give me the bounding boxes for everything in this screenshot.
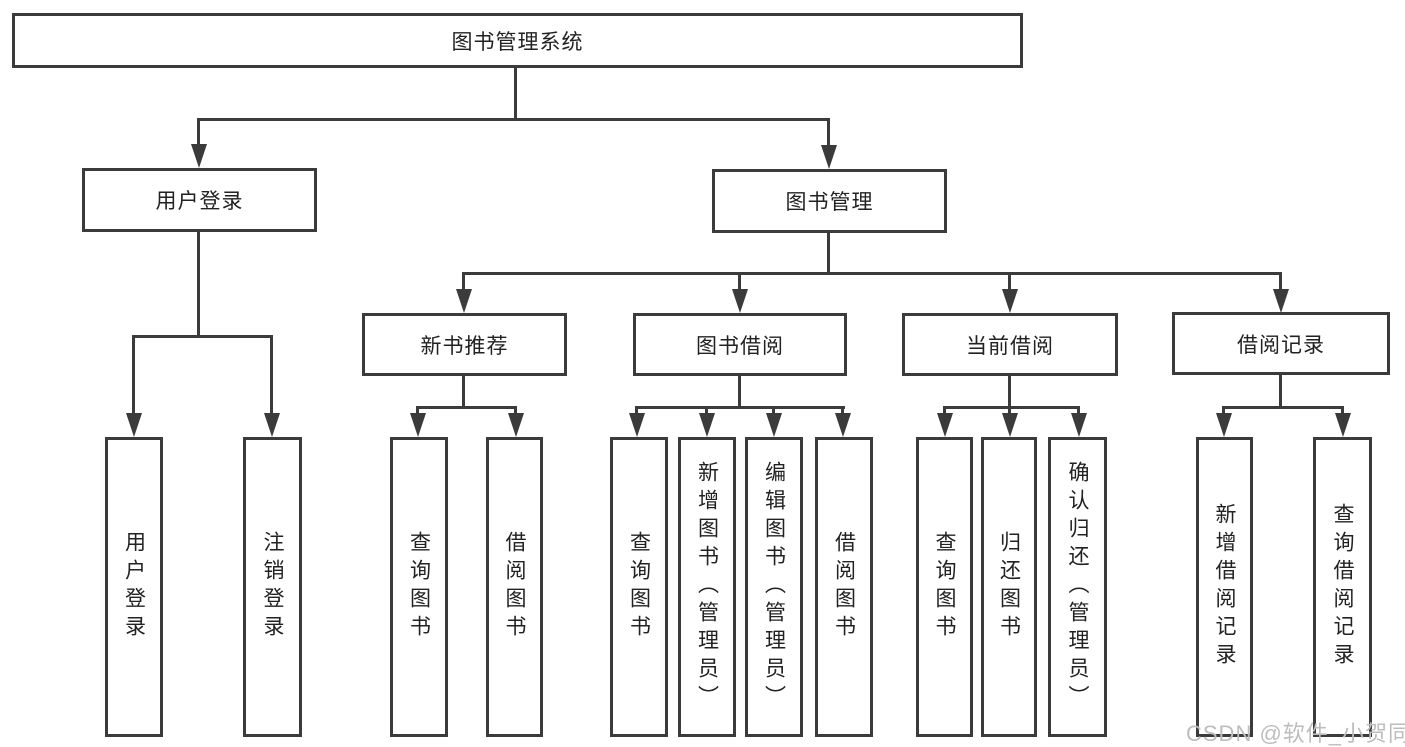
connector-line xyxy=(1341,406,1344,417)
node-label: 新书推荐 xyxy=(420,334,509,358)
connector-line xyxy=(827,118,830,147)
arrow-down-icon xyxy=(1273,289,1289,313)
connector-line xyxy=(1008,406,1011,417)
connector-line xyxy=(1279,375,1282,409)
node-label: 查询借阅记录 xyxy=(1331,503,1354,671)
leaf-borrow-books-recommend: 借阅图书 xyxy=(486,437,543,737)
connector-line xyxy=(1008,376,1011,409)
connector-line xyxy=(1077,406,1080,417)
leaf-query-books-borrowing: 查询图书 xyxy=(610,437,668,737)
node-label: 图书借阅 xyxy=(696,334,784,358)
connector-line xyxy=(197,232,200,338)
connector-line xyxy=(270,335,273,415)
leaf-borrow-books-borrowing: 借阅图书 xyxy=(815,437,873,737)
node-label: 查询图书 xyxy=(407,531,431,643)
connector-line xyxy=(635,406,845,409)
arrow-down-icon xyxy=(937,413,953,437)
connector-line xyxy=(827,233,830,275)
connector-line xyxy=(462,272,465,292)
connector-line xyxy=(462,376,465,409)
node-label: 当前借阅 xyxy=(966,334,1054,358)
leaf-query-books-current: 查询图书 xyxy=(916,437,973,737)
arrow-down-icon xyxy=(264,413,280,437)
node-label: 查询图书 xyxy=(627,531,651,643)
node-label: 图书管理 xyxy=(785,191,874,214)
node-label: 归还图书 xyxy=(997,531,1021,643)
arrow-down-icon xyxy=(1002,413,1018,437)
arrow-down-icon xyxy=(1002,289,1018,313)
leaf-edit-books-admin: 编辑图书（管理员） xyxy=(745,437,803,737)
leaf-add-books-admin: 新增图书（管理员） xyxy=(678,437,736,737)
connector-line xyxy=(1279,272,1282,292)
node-label: 确认归还（管理员） xyxy=(1066,461,1089,713)
node-current-borrowing: 当前借阅 xyxy=(902,313,1118,376)
node-label: 查询图书 xyxy=(933,531,956,643)
arrow-down-icon xyxy=(821,145,837,169)
connector-line xyxy=(841,406,844,417)
leaf-user-login: 用户登录 xyxy=(105,437,163,737)
connector-line xyxy=(1222,406,1225,417)
connector-line xyxy=(416,406,419,417)
leaf-add-borrow-record: 新增借阅记录 xyxy=(1196,437,1253,737)
arrow-down-icon xyxy=(191,144,207,168)
connector-line xyxy=(132,335,273,338)
connector-line xyxy=(705,406,708,417)
arrow-down-icon xyxy=(835,413,851,437)
connector-line xyxy=(738,376,741,409)
node-new-book-recommend: 新书推荐 xyxy=(362,313,567,376)
node-label: 借阅图书 xyxy=(503,531,526,643)
csdn-watermark: CSDN @软件_小贺同学 xyxy=(1186,721,1405,746)
arrow-down-icon xyxy=(699,413,715,437)
connector-line xyxy=(197,118,200,147)
connector-line xyxy=(462,272,1282,275)
connector-line xyxy=(1008,272,1011,292)
node-library-management-system: 图书管理系统 xyxy=(12,13,1023,68)
arrow-down-icon xyxy=(1071,413,1087,437)
node-label: 注销登录 xyxy=(261,531,284,643)
connector-line xyxy=(943,406,946,417)
arrow-down-icon xyxy=(508,413,524,437)
node-label: 编辑图书（管理员） xyxy=(762,461,786,713)
node-book-management: 图书管理 xyxy=(712,169,947,233)
arrow-down-icon xyxy=(1335,413,1351,437)
node-label: 新增借阅记录 xyxy=(1213,503,1236,671)
arrow-down-icon xyxy=(456,289,472,313)
node-label: 图书管理系统 xyxy=(451,30,584,54)
node-borrowing-records: 借阅记录 xyxy=(1172,312,1390,375)
leaf-confirm-return-admin: 确认归还（管理员） xyxy=(1048,437,1107,737)
arrow-down-icon xyxy=(629,413,645,437)
leaf-query-books-recommend: 查询图书 xyxy=(390,437,448,737)
node-label: 用户登录 xyxy=(122,531,146,643)
arrow-down-icon xyxy=(1216,413,1232,437)
leaf-return-books: 归还图书 xyxy=(981,437,1037,737)
node-label: 借阅图书 xyxy=(832,531,856,643)
arrow-down-icon xyxy=(732,289,748,313)
connector-line xyxy=(514,406,517,417)
connector-line xyxy=(738,272,741,292)
leaf-logout: 注销登录 xyxy=(243,437,302,737)
arrow-down-icon xyxy=(410,413,426,437)
connector-line xyxy=(1222,406,1344,409)
connector-line xyxy=(514,68,517,119)
connector-line xyxy=(772,406,775,417)
node-user-login: 用户登录 xyxy=(82,168,317,232)
connector-line xyxy=(943,406,1080,409)
arrow-down-icon xyxy=(766,413,782,437)
connector-line xyxy=(416,406,517,409)
leaf-query-borrow-record: 查询借阅记录 xyxy=(1313,437,1372,737)
node-label: 用户登录 xyxy=(155,190,244,213)
connector-line xyxy=(198,118,830,121)
node-book-borrowing: 图书借阅 xyxy=(633,313,847,376)
arrow-down-icon xyxy=(126,413,142,437)
node-label: 新增图书（管理员） xyxy=(695,461,719,713)
node-label: 借阅记录 xyxy=(1237,333,1325,357)
connector-line xyxy=(132,335,135,415)
connector-line xyxy=(635,406,638,417)
